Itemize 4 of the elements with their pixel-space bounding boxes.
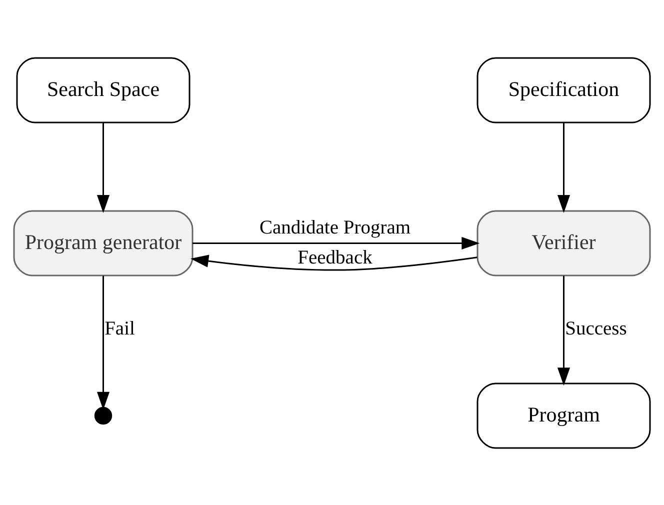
edge-label: Feedback: [298, 246, 372, 268]
edge-label: Fail: [104, 318, 135, 340]
edge-label: Candidate Program: [259, 216, 411, 238]
edge-label: Success: [565, 318, 627, 340]
